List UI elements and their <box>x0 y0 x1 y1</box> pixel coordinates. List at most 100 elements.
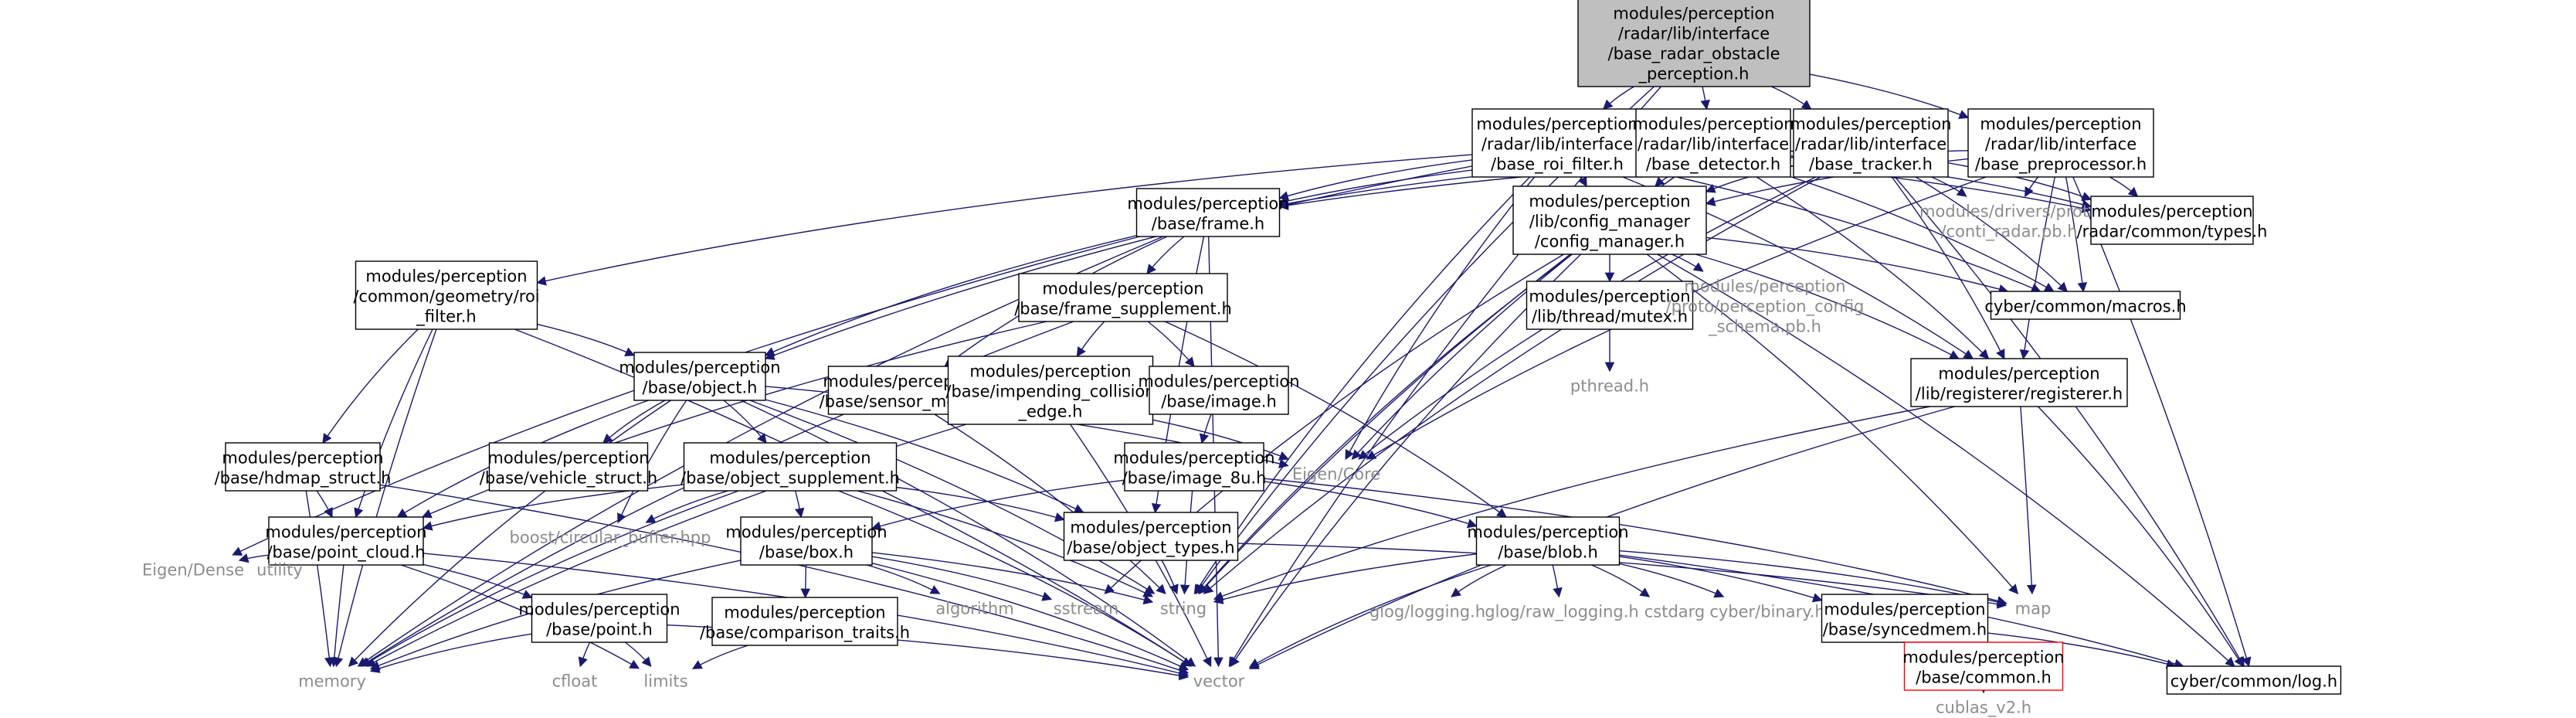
node-label-line: /base/object_supplement.h <box>680 468 900 488</box>
node-macros[interactable]: cyber/common/macros.h <box>1984 291 2187 320</box>
node-tracker[interactable]: modules/perception/radar/lib/interface/b… <box>1790 108 1952 178</box>
file-nodes: modules/perception/radar/lib/interface/b… <box>142 0 2342 717</box>
edge-preprocessor-to-cyber-log <box>2072 176 2252 668</box>
edge-root-to-preprocessor <box>1809 73 1970 119</box>
node-label-line: modules/perception <box>1824 600 1985 618</box>
edge-config-manager-to-map <box>1646 254 2019 594</box>
node-vector: vector <box>1193 672 1245 690</box>
node-roi-filter-geo[interactable]: modules/perception/common/geometry/roi_f… <box>353 260 540 330</box>
edge-tracker-to-conti-radar <box>1931 176 1967 197</box>
node-utility: utility <box>256 560 303 579</box>
node-label-line: modules/perception <box>709 448 871 467</box>
node-frame[interactable]: modules/perception/base/frame.h <box>1127 188 1289 237</box>
node-mutex[interactable]: modules/perception/lib/thread/mutex.h <box>1526 281 1694 330</box>
node-glog-raw: glog/raw_logging.h <box>1485 602 1638 621</box>
node-roi-filter[interactable]: modules/perception/radar/lib/interface/b… <box>1471 108 1643 178</box>
edge-tracker-to-macros <box>1915 176 2069 292</box>
node-comparison-traits[interactable]: modules/perception/base/comparison_trait… <box>700 597 910 646</box>
node-label-line: /base/frame.h <box>1152 214 1264 233</box>
node-frame-supplement[interactable]: modules/perception/base/frame_supplement… <box>1014 273 1232 322</box>
edge-syncedmem-to-cyber-log <box>1987 632 2177 669</box>
node-label-line: modules/perception <box>518 600 680 618</box>
edge-sensor-meta-to-string <box>934 413 1166 594</box>
edge-frame-supplement-to-image <box>1147 321 1195 367</box>
node-detector[interactable]: modules/perception/radar/lib/interface/b… <box>1632 108 1794 178</box>
edge-box-h-to-sstream <box>871 556 1053 601</box>
node-label-line: modules/perception <box>725 522 887 541</box>
node-eigen-dense: Eigen/Dense <box>142 560 244 579</box>
node-box <box>633 352 766 401</box>
edge-roi-filter-geo-to-point-cloud <box>354 328 433 519</box>
node-label-line: modules/perception <box>2091 202 2252 220</box>
node-impending[interactable]: modules/perception/base/impending_collis… <box>945 356 1156 425</box>
edge-point-to-cfloat <box>578 641 591 668</box>
node-label-line: /base_tracker.h <box>1809 155 1933 174</box>
node-object-types[interactable]: modules/perception/base/object_types.h <box>1063 512 1239 561</box>
edge-blob-to-cyber-binary <box>1619 563 1725 598</box>
node-label-line: glog/raw_logging.h <box>1485 602 1638 621</box>
edge-blob-to-string <box>1213 553 1477 604</box>
node-box <box>1475 516 1621 566</box>
node-label-line: /radar/lib/interface <box>1638 134 1789 153</box>
node-box <box>1149 366 1289 415</box>
node-label-line: map <box>2015 599 2052 618</box>
edge-point-cloud-to-eigen-dense <box>238 553 270 563</box>
edge-tracker-to-string <box>1203 176 1821 594</box>
node-label-line: /base/comparison_traits.h <box>700 623 910 642</box>
node-label-line: /base/object_types.h <box>1067 538 1234 557</box>
node-label-line: glog/logging.h <box>1369 602 1485 621</box>
node-radar-types[interactable]: modules/perception/radar/common/types.h <box>2077 196 2268 245</box>
edge-blob-to-vector <box>1248 564 1492 668</box>
node-cyber-log[interactable]: cyber/common/log.h <box>2166 665 2342 695</box>
node-box <box>1471 108 1643 178</box>
node-circular-buffer: boost/circular_buffer.hpp <box>510 528 711 547</box>
node-label-line: sstream <box>1054 599 1119 618</box>
node-root[interactable]: modules/perception/radar/lib/interface/b… <box>1577 0 1811 87</box>
node-hdmap-struct[interactable]: modules/perception/base/hdmap_struct.h <box>215 442 392 492</box>
node-label-line: modules/perception <box>1529 192 1690 210</box>
node-box <box>1512 185 1707 255</box>
node-box <box>1821 594 1989 643</box>
node-label-line: modules/perception <box>969 362 1131 380</box>
edge-roi-filter-to-config-manager <box>1578 176 1587 188</box>
node-config-manager[interactable]: modules/perception/lib/config_manager/co… <box>1512 185 1707 255</box>
node-box <box>1967 108 2154 178</box>
node-label-line: /base_radar_obstacle <box>1608 44 1780 63</box>
node-base-common[interactable]: modules/perception/base/common.h <box>1902 641 2065 691</box>
node-blob[interactable]: modules/perception/base/blob.h <box>1467 516 1629 566</box>
node-syncedmem[interactable]: modules/perception/base/syncedmem.h <box>1821 594 1989 643</box>
edge-image-8u-to-box-h <box>871 479 1125 531</box>
node-label-line: vector <box>1193 672 1245 690</box>
node-map: map <box>2015 599 2052 618</box>
edge-config-manager-to-macros <box>1705 236 2009 294</box>
node-point-cloud[interactable]: modules/perception/base/point_cloud.h <box>265 516 427 566</box>
edge-config-manager-to-vector <box>1230 254 1582 668</box>
edge-root-to-detector <box>1700 86 1710 111</box>
edge-box-h-to-algorithm <box>867 564 941 594</box>
node-image[interactable]: modules/perception/base/image.h <box>1138 366 1300 415</box>
edge-hdmap-struct-to-memory <box>305 490 334 668</box>
node-cstdarg: cstdarg <box>1644 602 1705 621</box>
node-image-8u[interactable]: modules/perception/base/image_8u.h <box>1113 442 1275 492</box>
node-point[interactable]: modules/perception/base/point.h <box>518 594 680 643</box>
node-label-line: modules/perception <box>1467 522 1628 541</box>
node-box <box>683 442 898 492</box>
edge-image-8u-to-map <box>1263 478 2008 606</box>
edge-object-supplement-to-memory <box>361 490 739 667</box>
edge-point-to-limits <box>624 641 652 667</box>
edge-registerer-to-string <box>1213 406 1930 601</box>
node-memory: memory <box>298 672 366 690</box>
node-label-line: modules/perception <box>1070 518 1231 536</box>
node-label-line: /lib/config_manager <box>1529 212 1691 231</box>
edge-object-to-string <box>749 400 1156 594</box>
node-registerer[interactable]: modules/perception/lib/registerer/regist… <box>1910 358 2128 407</box>
edge-blob-to-glog-logging <box>1451 564 1507 597</box>
node-box-h[interactable]: modules/perception/base/box.h <box>725 516 888 566</box>
node-box <box>531 594 668 643</box>
edge-object-to-vehicle-struct <box>602 400 666 444</box>
node-object-supplement[interactable]: modules/perception/base/object_supplemen… <box>680 442 900 492</box>
node-vehicle-struct[interactable]: modules/perception/base/vehicle_struct.h <box>480 442 657 492</box>
node-preprocessor[interactable]: modules/perception/radar/lib/interface/b… <box>1967 108 2154 178</box>
node-label-line: limits <box>643 672 687 690</box>
node-object[interactable]: modules/perception/base/object.h <box>619 352 781 401</box>
